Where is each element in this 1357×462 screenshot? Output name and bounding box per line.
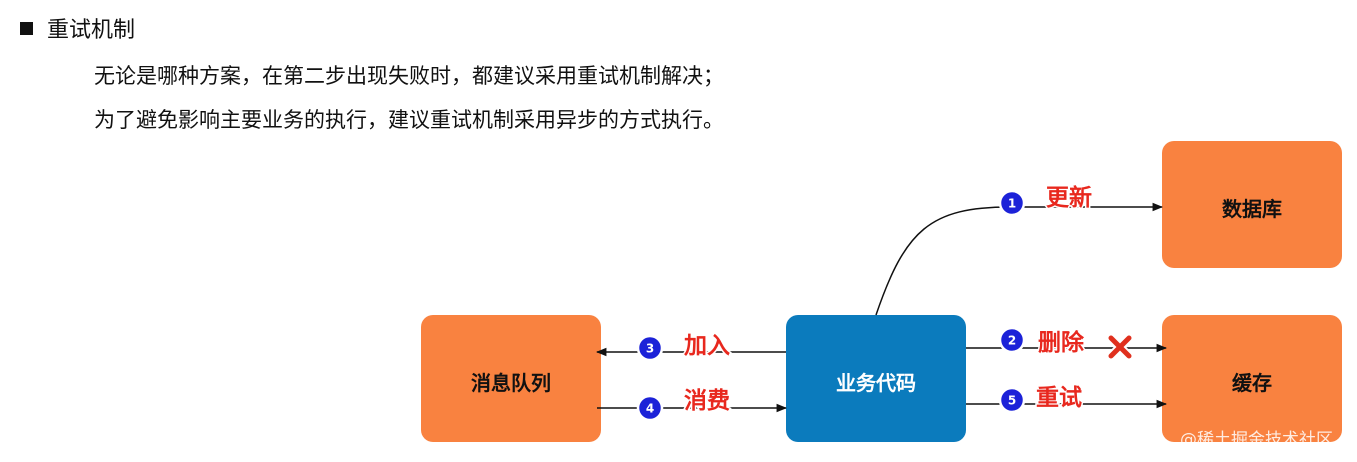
heading-text: 重试机制 [47,18,136,43]
step-badge-4: 4 [636,394,664,422]
node-message-queue-label: 消息队列 [471,371,551,395]
step-badge-4-number: 4 [646,402,654,416]
square-bullet-icon [20,21,33,35]
step-badge-5-number: 5 [1008,394,1016,408]
step-badge-3-number: 3 [646,342,654,356]
step-badge-5: 5 [998,386,1026,414]
node-business-code-label: 业务代码 [836,371,916,395]
edge-enqueue-label: 加入 [683,333,730,359]
step-badge-1: 1 [998,189,1026,217]
step-badge-2: 2 [998,326,1026,354]
edge-update-label: 更新 [1046,184,1092,211]
section-heading: 重试机制 [20,12,135,44]
edge-delete-label: 删除 [1038,329,1085,356]
node-message-queue: 消息队列 [421,315,601,442]
node-database-label: 数据库 [1222,197,1282,221]
step-badge-2-number: 2 [1008,334,1016,348]
node-business-code: 业务代码 [786,315,966,442]
edge-update-line [875,202,1164,316]
edge-retry-label: 重试 [1036,385,1082,411]
node-database: 数据库 [1162,141,1342,268]
failure-x-icon [1106,333,1134,361]
node-cache: 缓存 [1162,315,1342,442]
watermark: @稀土掘金技术社区 [1180,430,1333,450]
step-badge-1-number: 1 [1008,197,1016,211]
node-cache-label: 缓存 [1232,371,1272,395]
step-badge-3: 3 [636,334,664,362]
edge-consume-label: 消费 [684,388,730,414]
paragraph-line-2: 为了避免影响主要业务的执行，建议重试机制采用异步的方式执行。 [94,108,724,132]
paragraph-line-1: 无论是哪种方案，在第二步出现失败时，都建议采用重试机制解决； [94,64,724,88]
